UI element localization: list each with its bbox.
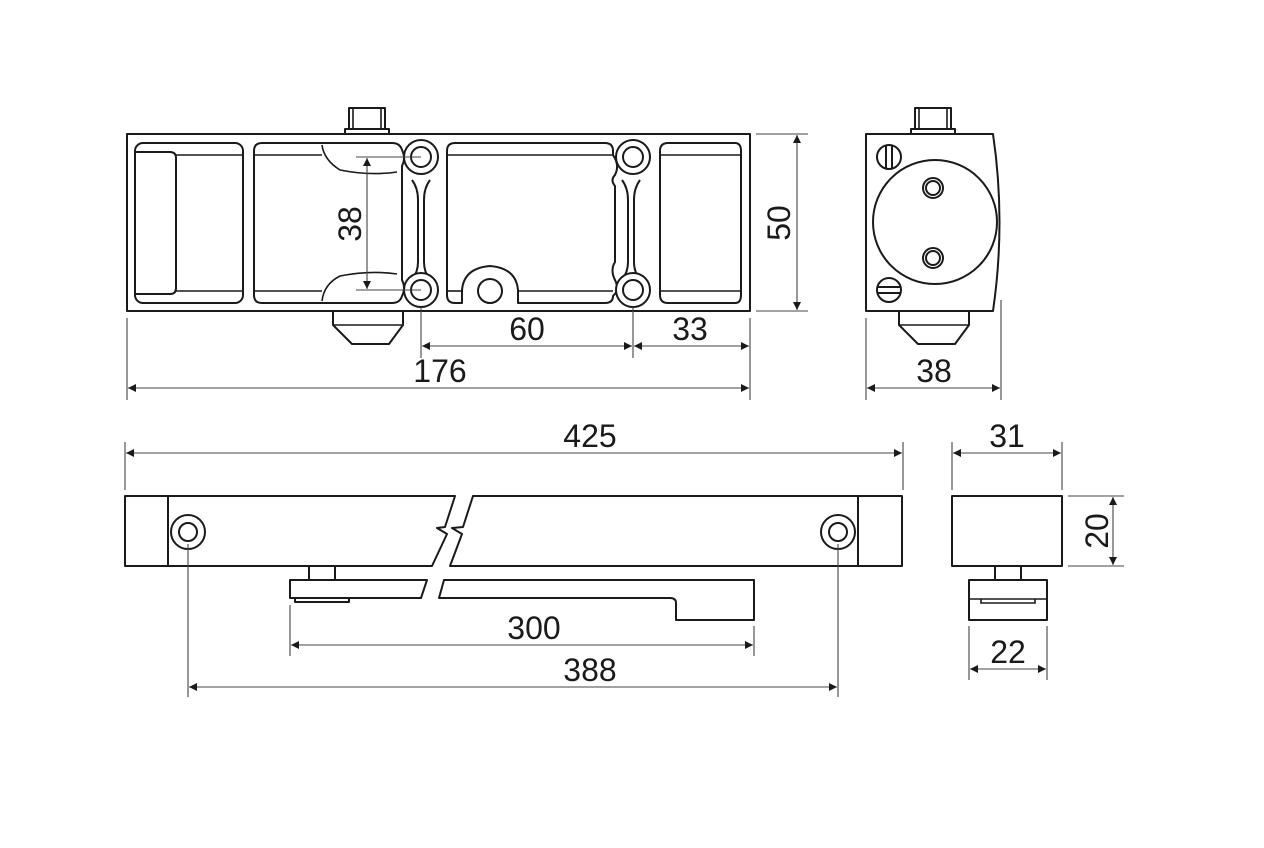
arm-left-segment	[289, 579, 428, 599]
valve-screw-icon	[876, 277, 902, 303]
pocket-2	[253, 142, 405, 304]
body-side-view: 38	[865, 107, 1002, 400]
dim-label-rail-length: 425	[563, 418, 616, 454]
adjust-disc	[872, 159, 998, 285]
rail-right-segment	[449, 495, 903, 567]
mounting-hole	[615, 139, 651, 175]
dim-label-arm-length: 300	[507, 610, 560, 646]
arm-front-view: 425 300 388	[124, 418, 904, 697]
dim-label-hole-spacing-vertical: 38	[332, 206, 368, 242]
rail-left-segment	[124, 495, 456, 567]
mounting-hole	[615, 272, 651, 308]
side-body-outline	[865, 133, 1001, 312]
adjust-screw	[922, 177, 944, 199]
dim-label-rail-height: 20	[1079, 513, 1115, 549]
adjust-screw	[922, 247, 944, 269]
arm-side-view: 31 20 22	[951, 418, 1124, 680]
dim-label-body-width: 38	[916, 353, 952, 389]
body-front-view: 38 50 60 33 176	[126, 107, 808, 400]
left-pocket	[134, 142, 244, 304]
dim-label-hole-to-end: 33	[672, 311, 708, 347]
pocket-right	[659, 142, 742, 304]
pocket-middle	[446, 142, 619, 304]
pinion-bottom	[332, 310, 404, 345]
valve-hole	[477, 278, 503, 304]
dim-label-hole-spacing: 388	[563, 652, 616, 688]
dim-label-rail-width: 31	[989, 418, 1025, 454]
dim-label-body-length: 176	[413, 353, 466, 389]
arm-right-segment	[438, 579, 755, 621]
dim-label-shoe-width: 22	[990, 634, 1026, 670]
dim-label-body-height: 50	[761, 205, 797, 241]
rail-end-profile	[951, 495, 1063, 567]
shoe-profile	[968, 579, 1048, 621]
valve-screw-icon	[876, 144, 902, 170]
dim-label-hole-spacing-horizontal: 60	[509, 311, 545, 347]
end-cap	[136, 151, 177, 295]
